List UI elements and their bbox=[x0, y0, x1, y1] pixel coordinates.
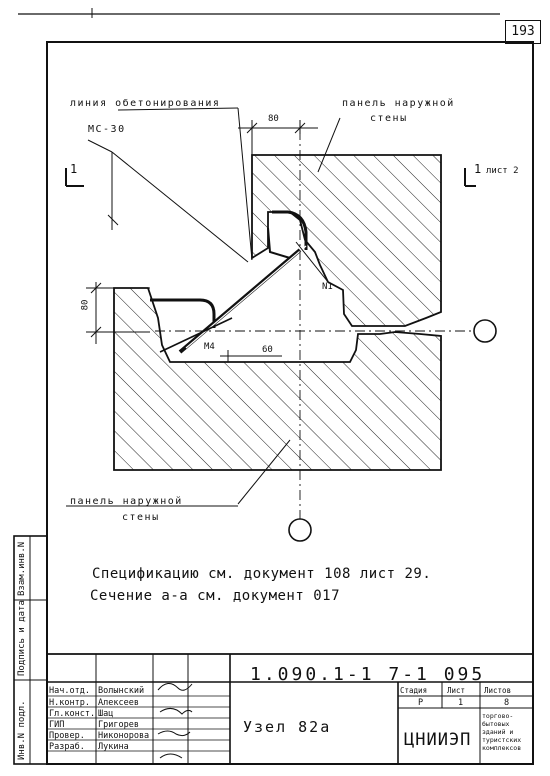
role-4: Провер. bbox=[49, 731, 85, 741]
stage-value: Р bbox=[418, 698, 424, 708]
drawing-title: Узел 82а bbox=[243, 718, 332, 736]
side-stamp-signature: Подпись и дата bbox=[17, 600, 27, 676]
label-dim-80-top: 80 bbox=[268, 114, 279, 124]
name-2: Шац bbox=[98, 709, 114, 719]
label-dim-60: 60 bbox=[262, 345, 273, 355]
page-number: 193 bbox=[505, 20, 541, 44]
role-3: ГИП bbox=[49, 720, 65, 730]
side-stamp-replace: Взам.инв.N bbox=[17, 541, 27, 596]
role-5: Разраб. bbox=[49, 742, 85, 752]
top-wall-panel bbox=[251, 154, 442, 327]
label-panel-bottom-line2: стены bbox=[122, 512, 160, 523]
signatures bbox=[157, 683, 193, 759]
name-4: Никонорова bbox=[98, 731, 150, 741]
stage-header: Стадия bbox=[400, 686, 428, 695]
note-specification: Спецификацию см. документ 108 лист 29. bbox=[92, 566, 432, 582]
name-0: Волынский bbox=[98, 686, 145, 696]
sheets-value: 8 bbox=[504, 698, 510, 708]
label-section-left: 1 bbox=[70, 162, 78, 176]
label-line-concreting: линия обетонирования bbox=[70, 98, 221, 109]
title-block-grid bbox=[13, 535, 533, 765]
label-section-right: 1 bbox=[474, 162, 482, 176]
frame-border bbox=[46, 41, 534, 765]
org-subtitle: торгово- бытовых зданий и туристских ком… bbox=[482, 712, 522, 752]
label-part-n1: N1 bbox=[322, 282, 333, 292]
bottom-wall-panel bbox=[113, 287, 442, 471]
role-0: Нач.отд. bbox=[49, 686, 90, 696]
label-panel-bottom-line1: панель наружной bbox=[70, 496, 183, 507]
label-panel-top-line2: стены bbox=[370, 113, 408, 124]
side-stamp-inv: Инв.N подл. bbox=[17, 700, 27, 760]
role-2: Гл.конст. bbox=[49, 709, 96, 719]
label-mc30: МС-30 bbox=[88, 124, 126, 135]
sheets-header: Листов bbox=[484, 686, 512, 695]
note-section: Сечение а-а см. документ 017 bbox=[90, 588, 341, 604]
sheet-value: 1 bbox=[458, 698, 464, 708]
role-1: Н.контр. bbox=[49, 698, 90, 708]
label-sheet-ref: лист 2 bbox=[486, 166, 519, 176]
doc-code: 1.090.1-1 7-1 095 bbox=[250, 664, 486, 685]
name-3: Григорев bbox=[98, 720, 139, 730]
org-name: ЦНИИЭП bbox=[404, 730, 472, 750]
name-5: Лукина bbox=[98, 742, 129, 752]
label-panel-top-line1: панель наружной bbox=[342, 98, 455, 109]
name-1: Алексеев bbox=[98, 698, 139, 708]
label-dim-80-left: 80 bbox=[80, 299, 91, 311]
sheet-header: Лист bbox=[447, 686, 466, 695]
label-part-m4: М4 bbox=[204, 342, 215, 352]
